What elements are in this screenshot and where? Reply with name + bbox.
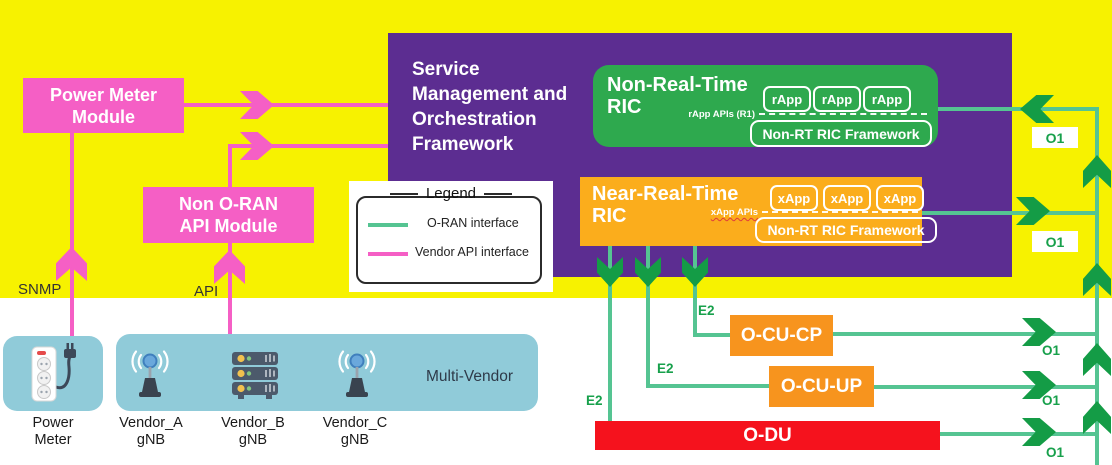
near-rt-ric-title-line1: Near-Real-Time	[592, 183, 739, 205]
snmp-line	[70, 133, 74, 337]
legend-oran-line-sample	[368, 223, 408, 227]
o-cu-cp-box: O-CU-CP	[730, 315, 833, 356]
vendor-b-caption-line1: Vendor_B	[221, 415, 285, 431]
xapp-chip: xApp	[770, 185, 818, 211]
xapp-apis-dashed-line	[762, 211, 918, 213]
smo-title-line3: Orchestration	[412, 109, 537, 130]
vendor-api-line-api-module-to-smo	[228, 144, 388, 148]
vendor-c-caption-line1: Vendor_C	[322, 415, 388, 431]
o1-label: O1	[1032, 231, 1078, 252]
non-rt-ric-title-line1: Non-Real-Time	[607, 74, 748, 96]
vendor-a-caption: Vendor_A gNB	[116, 415, 186, 448]
non-oran-api-module-label-line1: Non O-RAN	[179, 194, 278, 214]
snmp-label: SNMP	[18, 281, 62, 298]
o-du-box: O-DU	[595, 421, 940, 450]
power-meter-caption-line2: Meter	[34, 431, 72, 448]
o1-line-nearrt	[922, 211, 1099, 215]
o1-line-ocucp	[833, 332, 1095, 336]
legend-rule-right	[484, 192, 513, 195]
power-meter-caption-line1: Power	[32, 415, 74, 431]
o1-trunk-line	[1095, 107, 1099, 465]
non-rt-ric-framework-box: Non-RT RIC Framework	[750, 120, 932, 147]
power-meter-module-box: Power Meter Module	[23, 78, 184, 133]
near-rt-ric-framework-box: Non-RT RIC Framework	[755, 217, 937, 243]
power-meter-caption: Power Meter	[3, 415, 103, 448]
multi-vendor-label: Multi-Vendor	[426, 368, 514, 385]
non-rt-ric-title-line2: RIC	[607, 96, 642, 118]
xapp-chip: xApp	[876, 185, 924, 211]
antenna-icon	[338, 350, 376, 397]
e2-label: E2	[698, 303, 715, 318]
smo-title-line1: Service	[412, 59, 480, 80]
non-rt-ric-title: Non-Real-Time RIC	[607, 74, 748, 118]
non-oran-api-module-label-line2: API Module	[179, 216, 278, 236]
vendor-b-caption-line2: gNB	[238, 431, 268, 448]
xapp-apis-label: xApp APIs	[710, 207, 758, 218]
vendor-b-caption: Vendor_B gNB	[218, 415, 288, 448]
legend-title: Legend	[425, 185, 477, 202]
near-rt-ric-box: Near-Real-Time RIC xApp xApp xApp xApp A…	[580, 177, 937, 246]
o-cu-up-box: O-CU-UP	[769, 366, 874, 407]
vendor-c-caption-line2: gNB	[340, 431, 370, 448]
legend-panel: Legend O-RAN interface Vendor API interf…	[349, 181, 553, 292]
smo-framework-title: Service Management and Orchestration Fra…	[412, 57, 567, 157]
xapp-chip: xApp	[823, 185, 871, 211]
e2-line-ocucp-vertical	[693, 246, 697, 337]
rapp-chip: rApp	[863, 86, 911, 112]
legend-rule-left	[389, 192, 418, 195]
vendor-api-line-riser	[228, 144, 232, 189]
o1-label: O1	[1042, 393, 1061, 408]
power-meter-module-label-line1: Power Meter	[49, 84, 158, 105]
legend-vendor-line-sample	[368, 252, 408, 256]
smo-title-line4: Framework	[412, 134, 514, 155]
e2-line-ocuup-horizontal	[646, 384, 769, 388]
vendor-c-caption: Vendor_C gNB	[320, 415, 390, 448]
rapp-apis-dashed-line	[759, 113, 927, 115]
e2-label: E2	[657, 361, 674, 376]
rapp-chip: rApp	[763, 86, 811, 112]
vendor-api-line-power-meter-to-smo	[184, 103, 388, 107]
vendor-a-caption-line1: Vendor_A	[119, 415, 183, 431]
o1-line-nonrt	[938, 107, 1099, 111]
near-rt-ric-title: Near-Real-Time RIC	[592, 183, 738, 227]
o1-label: O1	[1046, 445, 1065, 460]
power-meter-module-label-line2: Module	[72, 106, 135, 127]
e2-line-ocucp-horizontal	[693, 333, 734, 337]
legend-vendor-label: Vendor API interface	[415, 245, 529, 259]
power-strip-icon	[31, 343, 76, 402]
o1-line-ocuup	[874, 385, 1095, 389]
vendor-a-caption-line2: gNB	[136, 431, 166, 448]
legend-oran-label: O-RAN interface	[427, 216, 519, 230]
o1-label: O1	[1032, 127, 1078, 148]
server-icon	[232, 352, 278, 399]
legend-title-row: Legend	[349, 185, 553, 202]
legend-border	[356, 196, 542, 284]
multi-vendor-box: Multi-Vendor	[116, 334, 538, 411]
api-line	[228, 243, 232, 336]
e2-line-odu	[608, 246, 612, 421]
api-label: API	[194, 283, 219, 300]
smo-title-line2: Management and	[412, 84, 568, 105]
e2-label: E2	[586, 393, 603, 408]
power-meter-device-box	[3, 336, 103, 411]
rapp-chip: rApp	[813, 86, 861, 112]
non-rt-ric-box: Non-Real-Time RIC rApp rApp rApp rApp AP…	[593, 65, 938, 147]
near-rt-ric-title-line2: RIC	[592, 205, 627, 227]
non-oran-api-module-box: Non O-RAN API Module	[143, 187, 314, 243]
e2-line-ocuup-vertical	[646, 246, 650, 388]
rapp-apis-label: rApp APIs (R1)	[688, 109, 755, 120]
o1-line-odu	[940, 432, 1095, 436]
antenna-icon	[131, 350, 169, 397]
o1-label: O1	[1042, 343, 1061, 358]
